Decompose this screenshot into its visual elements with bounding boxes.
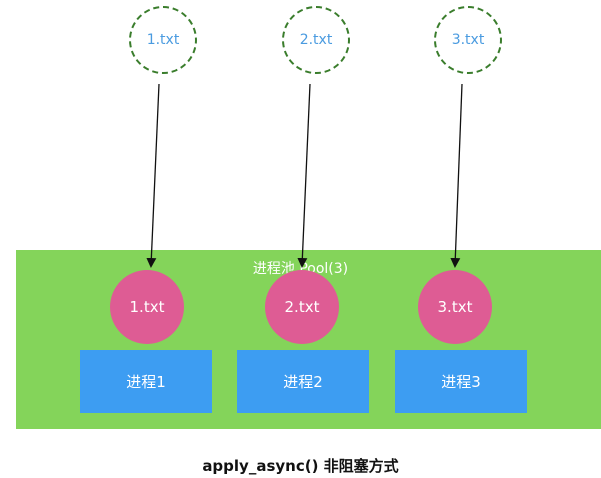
- file-circle-3: 3.txt: [434, 6, 502, 74]
- task-label-2: 2.txt: [284, 298, 320, 316]
- process-box-2: 进程2: [237, 350, 369, 413]
- task-circle-3: 3.txt: [418, 270, 492, 344]
- arrow-2: [297, 83, 311, 268]
- file-circle-1: 1.txt: [129, 6, 197, 74]
- process-box-3: 进程3: [395, 350, 527, 413]
- process-label-3: 进程3: [441, 373, 481, 391]
- file-label-1: 1.txt: [146, 32, 180, 48]
- task-label-3: 3.txt: [437, 298, 473, 316]
- task-circle-2: 2.txt: [265, 270, 339, 344]
- arrow-3: [450, 83, 463, 268]
- task-label-1: 1.txt: [129, 298, 165, 316]
- file-circle-2: 2.txt: [282, 6, 350, 74]
- process-label-2: 进程2: [283, 373, 323, 391]
- process-label-1: 进程1: [126, 373, 166, 391]
- diagram-caption: apply_async() 非阻塞方式: [202, 457, 399, 475]
- task-circle-1: 1.txt: [110, 270, 184, 344]
- pool-title: 进程池 Pool(3): [252, 261, 349, 277]
- arrow-1: [146, 83, 160, 268]
- process-box-1: 进程1: [80, 350, 212, 413]
- file-label-3: 3.txt: [451, 32, 485, 48]
- file-label-2: 2.txt: [299, 32, 333, 48]
